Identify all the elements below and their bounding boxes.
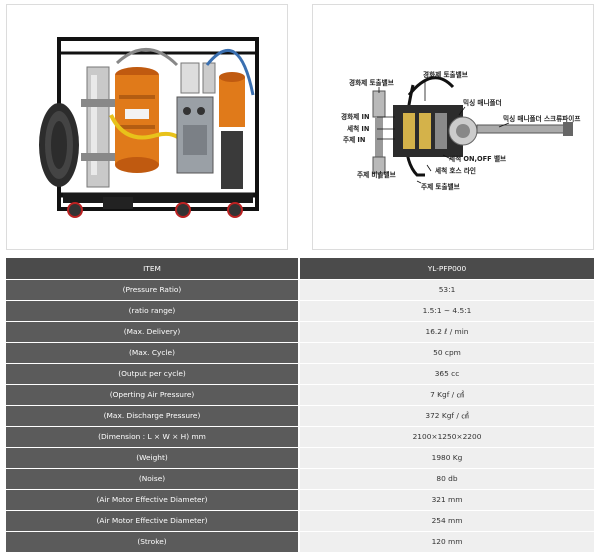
- row-value: 2100×1250×2200: [298, 426, 594, 448]
- mixing-manifold-diagram: 경화제 토출밸브 경화제 토출밸브 경화제 IN 세척 IN 주제 IN 믹싱 …: [312, 4, 594, 250]
- table-row: (Stroke)120 mm: [6, 531, 594, 553]
- row-value: 1980 Kg: [298, 447, 594, 469]
- row-value: 254 mm: [298, 510, 594, 532]
- label-cleaning-hose-line: 세척 호스 라인: [435, 166, 476, 175]
- label-hardener-discharge-valve-left: 경화제 토출밸브: [349, 78, 394, 87]
- row-value: 321 mm: [298, 489, 594, 511]
- row-label: (Weight): [6, 447, 299, 469]
- label-cleaning-onoff-valve: 세척 ON,OFF 밸브: [449, 154, 506, 163]
- row-label: (Output per cycle): [6, 363, 299, 385]
- row-value: 50 cpm: [298, 342, 594, 364]
- row-label: (Pressure Ratio): [6, 279, 299, 301]
- row-label: (Max. Delivery): [6, 321, 299, 343]
- header-model: YL-PFP000: [298, 258, 594, 280]
- table-row: (Noise)80 db: [6, 468, 594, 490]
- label-mixing-static-mixer: 믹싱 매니폴더 스크류파이프: [503, 114, 580, 123]
- row-label: (Air Motor Effective Diameter): [6, 510, 299, 532]
- table-row: (Weight)1980 Kg: [6, 447, 594, 469]
- table-row: (Operting Air Pressure)7 Kgf / ㎠: [6, 384, 594, 406]
- row-label: (ratio range): [6, 300, 299, 322]
- row-value: 365 cc: [298, 363, 594, 385]
- header-item: ITEM: [6, 258, 299, 280]
- label-mixing-manifold: 믹싱 매니폴더: [463, 98, 502, 107]
- pump-machine-photo: [6, 4, 288, 250]
- row-label: (Operting Air Pressure): [6, 384, 299, 406]
- table-row: (Max. Delivery)16.2 ℓ / min: [6, 321, 594, 343]
- table-row: (Pressure Ratio)53:1: [6, 279, 594, 301]
- label-hardener-in: 경화제 IN: [341, 112, 369, 121]
- row-value: 372 Kgf / ㎠: [298, 405, 594, 427]
- row-value: 120 mm: [298, 531, 594, 553]
- table-row: (Max. Discharge Pressure)372 Kgf / ㎠: [6, 405, 594, 427]
- label-hardener-discharge-valve-top: 경화제 토출밸브: [423, 70, 468, 79]
- row-label: (Dimension : L × W × H) mm: [6, 426, 299, 448]
- row-label: (Stroke): [6, 531, 299, 553]
- row-label: (Max. Discharge Pressure): [6, 405, 299, 427]
- row-label: (Max. Cycle): [6, 342, 299, 364]
- label-main-in: 주제 IN: [343, 135, 365, 144]
- row-value: 53:1: [298, 279, 594, 301]
- row-value: 16.2 ℓ / min: [298, 321, 594, 343]
- pump-machine-illustration: [39, 37, 259, 218]
- table-row: (ratio range)1.5:1 ~ 4.5:1: [6, 300, 594, 322]
- table-row: (Air Motor Effective Diameter)321 mm: [6, 489, 594, 511]
- label-main-return-valve: 주제 비솔밸브: [357, 170, 396, 179]
- table-row: (Output per cycle)365 cc: [6, 363, 594, 385]
- row-label: (Noise): [6, 468, 299, 490]
- row-value: 7 Kgf / ㎠: [298, 384, 594, 406]
- row-value: 1.5:1 ~ 4.5:1: [298, 300, 594, 322]
- label-cleaner-in: 세척 IN: [347, 124, 369, 133]
- table-row: (Air Motor Effective Diameter)254 mm: [6, 510, 594, 532]
- label-main-discharge-valve: 주제 토출밸브: [421, 182, 460, 191]
- row-label: (Air Motor Effective Diameter): [6, 489, 299, 511]
- table-row: (Max. Cycle)50 cpm: [6, 342, 594, 364]
- manifold-illustration: 경화제 토출밸브 경화제 토출밸브 경화제 IN 세척 IN 주제 IN 믹싱 …: [341, 70, 580, 191]
- spec-table: ITEM YL-PFP000 (Pressure Ratio)53:1 (rat…: [6, 258, 594, 553]
- spec-table-header: ITEM YL-PFP000: [6, 258, 594, 280]
- row-value: 80 db: [298, 468, 594, 490]
